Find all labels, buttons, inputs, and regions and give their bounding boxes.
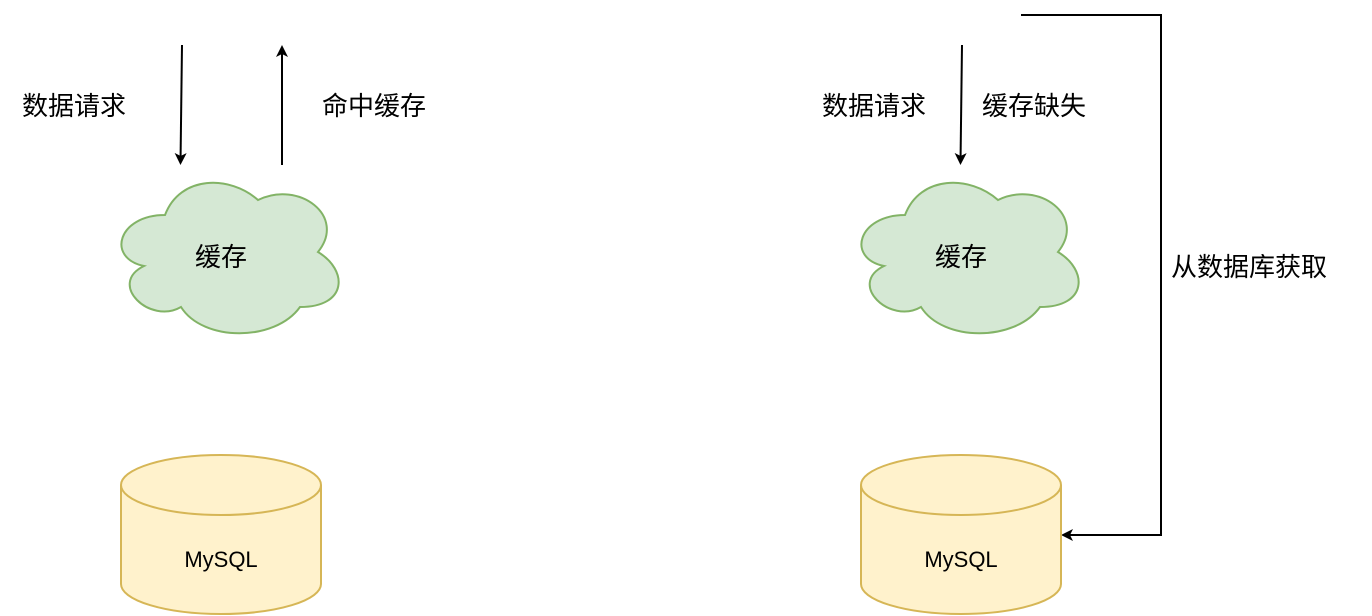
right-mysql-db bbox=[860, 454, 1062, 615]
left-cache-label: 缓存 bbox=[195, 243, 247, 273]
right-miss-label: 缓存缺失 bbox=[982, 92, 1086, 122]
right-fetch-arrow bbox=[1021, 14, 1162, 541]
right-scenario: 数据请求 缓存缺失 从数据库获取 缓存 MySQL bbox=[822, 14, 1327, 615]
left-mysql-db-rim bbox=[120, 484, 322, 516]
right-mysql-db-rim bbox=[860, 484, 1062, 516]
right-request-arrow bbox=[954, 44, 967, 165]
right-cache-label: 缓存 bbox=[935, 243, 987, 273]
left-hit-label: 命中缓存 bbox=[322, 92, 426, 122]
right-mysql-label: MySQL bbox=[924, 547, 997, 572]
left-request-label: 数据请求 bbox=[22, 92, 126, 122]
left-scenario: 数据请求 命中缓存 缓存 MySQL bbox=[22, 44, 426, 615]
right-fetch-label: 从数据库获取 bbox=[1171, 253, 1327, 283]
right-request-label: 数据请求 bbox=[822, 92, 926, 122]
left-mysql-label: MySQL bbox=[184, 547, 257, 572]
right-cache-cloud bbox=[860, 181, 1080, 335]
left-mysql-db bbox=[120, 454, 322, 615]
left-request-arrow bbox=[174, 44, 187, 165]
left-cache-cloud bbox=[120, 181, 340, 335]
